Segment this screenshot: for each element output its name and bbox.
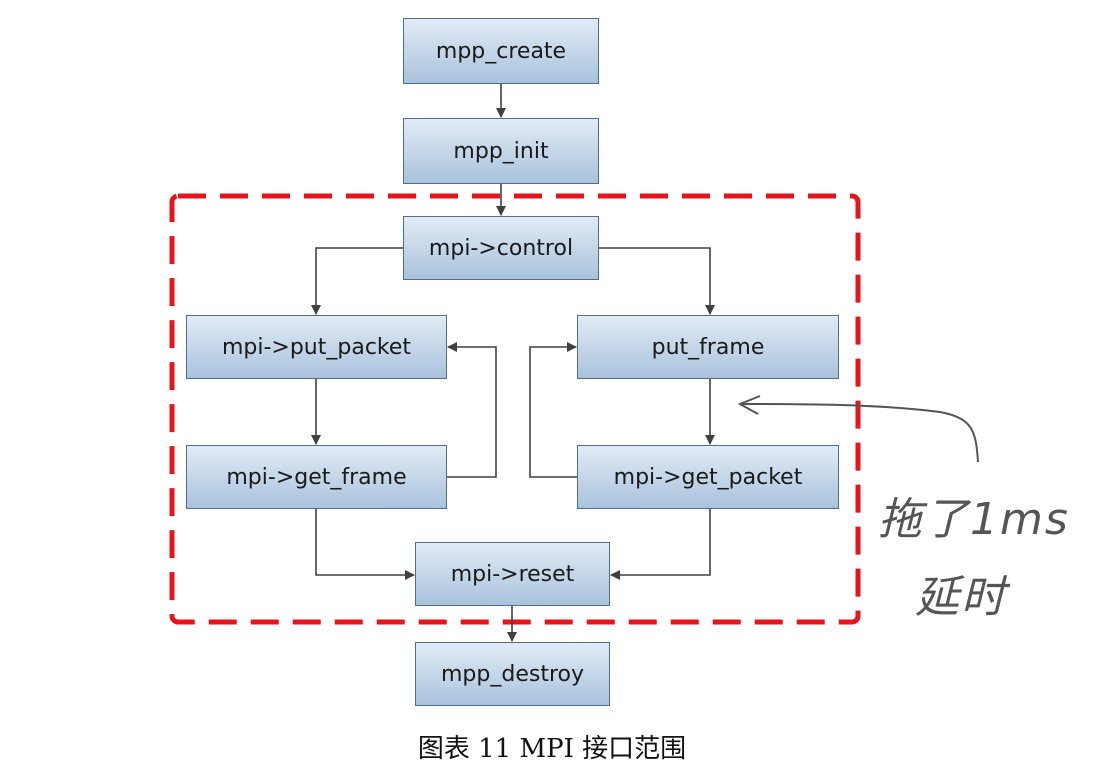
dashed-scope-region	[169, 193, 861, 625]
arrow-control-to-put-frame	[599, 247, 715, 315]
node-mpp-init: mpp_init	[403, 118, 599, 184]
node-put-frame: put_frame	[577, 315, 839, 379]
annotation-line-2: 延时	[915, 572, 1011, 623]
handwritten-arrowhead	[737, 395, 761, 415]
node-mpi-put-packet: mpi->put_packet	[186, 315, 447, 379]
node-mpi-reset: mpi->reset	[415, 542, 610, 606]
annotation-line-1: 拖了1ms	[878, 494, 1070, 545]
node-mpi-get-frame: mpi->get_frame	[186, 445, 447, 509]
node-mpp-create: mpp_create	[403, 18, 599, 84]
node-mpp-destroy: mpp_destroy	[415, 642, 610, 706]
figure-caption: 图表 11 MPI 接口范围	[417, 734, 687, 764]
node-mpi-get-packet: mpi->get_packet	[577, 445, 839, 509]
arrow-control-to-put-packet	[311, 247, 403, 315]
arrow-get-packet-to-reset	[610, 509, 711, 580]
node-mpi-control: mpi->control	[403, 216, 599, 280]
arrow-get-frame-to-reset	[315, 509, 415, 580]
handwritten-arrow	[741, 403, 979, 463]
arrow-get-frame-loop-to-put-packet	[447, 342, 497, 478]
arrow-get-packet-loop-to-put-frame	[529, 342, 577, 478]
